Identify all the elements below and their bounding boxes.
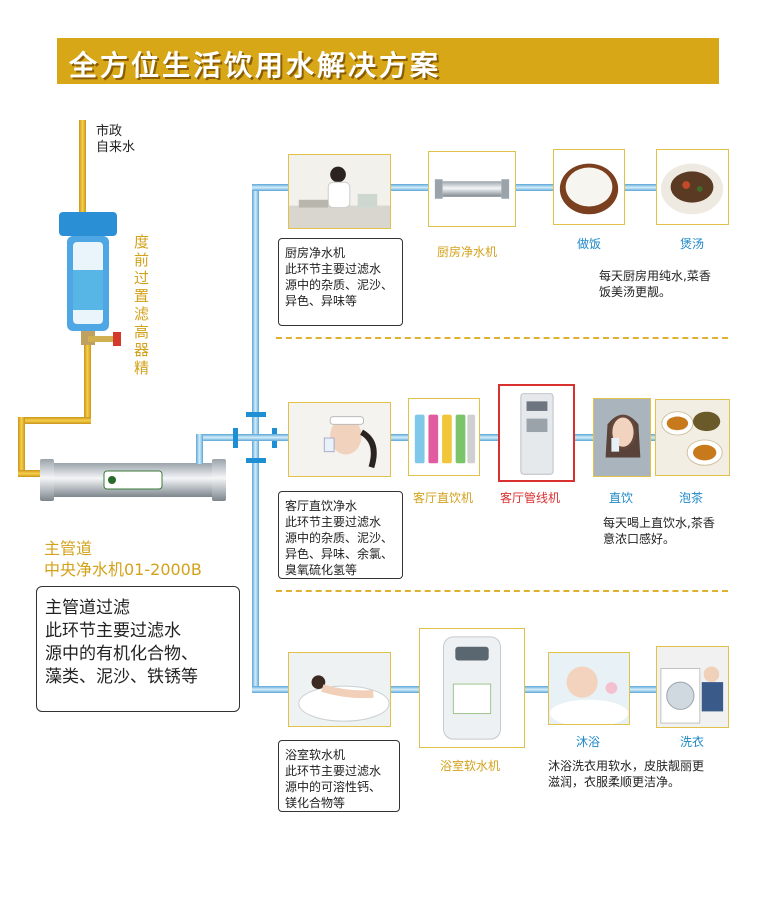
kitchen-scene-image [288, 154, 391, 229]
shower-label: 沐浴 [576, 735, 601, 749]
city-water-label: 市政 自来水 [96, 124, 136, 155]
pipe-joint [246, 458, 266, 463]
tea-cups-graphic [656, 400, 729, 475]
kitchen-description: 厨房净水机 此环节主要过滤水 源中的杂质、泥沙、 异色、异味等 [278, 238, 403, 326]
tea-label: 泡茶 [679, 491, 704, 505]
water-softener-label: 浴室软水机 [440, 759, 501, 773]
main-filter-description: 主管道过滤 此环节主要过滤水 源中的有机化合物、 藻类、泥沙、铁锈等 [36, 586, 240, 712]
main-outlet-riser [196, 434, 203, 464]
pipeline-machine-label: 客厅管线机 [500, 491, 561, 505]
baby-bath-graphic [549, 653, 629, 724]
section-divider [276, 590, 728, 592]
direct-drink-machine-label: 客厅直饮机 [413, 491, 474, 505]
main-pipe-title: 主管道 [44, 539, 93, 558]
page-title: 全方位生活饮用水解决方案 [69, 49, 442, 82]
make-soup-label: 煲汤 [680, 237, 705, 251]
living-note: 每天喝上直饮水,茶香 意浓口感好。 [603, 516, 715, 546]
kitchen-woman-graphic [289, 155, 390, 228]
laundry-label: 洗衣 [680, 735, 705, 749]
kitchen-purifier-graphic [429, 152, 515, 226]
shower-image [548, 652, 630, 725]
pipe-joint [233, 428, 238, 448]
inlet-pipe [79, 120, 86, 215]
bath-scene-image [288, 652, 391, 727]
main-purifier-model: 中央净水机01-2000B [44, 560, 202, 579]
soup-bowl-graphic [657, 150, 728, 224]
vertical-pipe-left [18, 417, 25, 475]
section-divider [276, 337, 728, 339]
laundry-image [656, 646, 729, 728]
drinking-woman-graphic [289, 403, 390, 476]
water-softener-image [419, 628, 525, 748]
main-outlet-pipe [196, 434, 256, 441]
kitchen-purifier-label: 厨房净水机 [437, 245, 498, 259]
drinking-girl-graphic [594, 399, 650, 476]
kitchen-note: 每天厨房用纯水,菜香 饭美汤更靓。 [599, 269, 711, 299]
rice-bowl-graphic [554, 150, 624, 224]
pre-filter-graphic [59, 212, 121, 346]
bath-note: 沐浴洗衣用软水，皮肤靓丽更 滋润，衣服柔顺更洁净。 [548, 759, 705, 789]
pre-filter-outlet-pipe [84, 345, 91, 423]
pipeline-machine-image[interactable] [498, 384, 575, 482]
water-softener-graphic [420, 629, 524, 747]
laundry-graphic [657, 647, 728, 727]
pipe-joint [246, 412, 266, 417]
pre-filter-device [55, 210, 123, 370]
drink-water-image [593, 398, 651, 477]
filter-cartridges-graphic [409, 399, 479, 475]
drinking-woman-image [288, 402, 391, 477]
kitchen-purifier-image [428, 151, 516, 227]
water-dispenser-graphic [500, 386, 573, 480]
central-purifier-device [38, 455, 228, 505]
central-purifier-graphic [40, 459, 226, 501]
direct-drink-machine-image [408, 398, 480, 476]
direct-drink-label: 直饮 [609, 491, 634, 505]
bath-description: 浴室软水机 此环节主要过滤水 源中的可溶性钙、 镁化合物等 [278, 740, 400, 812]
bathtub-woman-graphic [289, 653, 390, 726]
soup-image [656, 149, 729, 225]
pre-filter-label: 度前 过置 滤高 器精 [134, 233, 150, 377]
title-banner: 全方位生活饮用水解决方案 [57, 38, 719, 84]
rice-image [553, 149, 625, 225]
cook-rice-label: 做饭 [577, 237, 602, 251]
tea-image [655, 399, 730, 476]
main-inlet-pipe [18, 470, 50, 477]
horizontal-pipe-top [18, 417, 91, 424]
living-description: 客厅直饮净水 此环节主要过滤水 源中的杂质、泥沙、 异色、异味、余氯、 臭氧硫化… [278, 491, 403, 579]
